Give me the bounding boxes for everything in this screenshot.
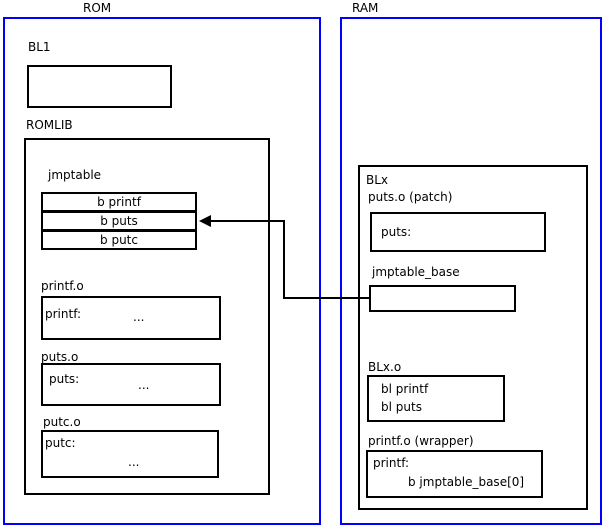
rom-putc-o-label: putc.o <box>43 415 81 429</box>
rom-region-label: ROM <box>83 1 112 15</box>
puts-patch-box: puts: <box>370 212 546 252</box>
blx-o-box: bl printf bl puts <box>367 375 505 422</box>
jmptable-entry-2: b putc <box>41 230 197 250</box>
jmptable-box: b printf b puts b putc <box>41 192 197 250</box>
rom-puts-symbol: puts: <box>49 372 80 386</box>
rom-printf-o-label: printf.o <box>41 279 84 293</box>
printf-wrapper-branch: b jmptable_base[0] <box>408 475 525 489</box>
rom-puts-ellipsis: ... <box>138 378 150 392</box>
jmptable-label: jmptable <box>48 168 102 182</box>
rom-printf-symbol: printf: <box>45 307 82 321</box>
puts-patch-symbol: puts: <box>381 225 412 239</box>
rom-puts-o-label: puts.o <box>41 350 79 364</box>
rom-putc-ellipsis: ... <box>128 455 140 469</box>
blx-o-line-0: bl printf <box>381 382 429 396</box>
printf-wrapper-label: printf.o (wrapper) <box>368 434 474 448</box>
bl1-box <box>27 65 172 108</box>
printf-wrapper-symbol: printf: <box>373 456 410 470</box>
jmptable-entry-1: b puts <box>41 211 197 231</box>
printf-wrapper-box: printf: b jmptable_base[0] <box>366 450 543 498</box>
jmptable-base-box <box>369 285 516 312</box>
bl1-label: BL1 <box>28 40 51 54</box>
connector-arrowhead-icon <box>199 215 211 227</box>
rom-putc-symbol: putc: <box>45 436 76 450</box>
puts-patch-label: puts.o (patch) <box>368 190 453 204</box>
ram-region-label: RAM <box>352 1 379 15</box>
jmptable-base-label: jmptable_base <box>372 265 460 279</box>
blx-o-line-1: bl puts <box>381 400 422 414</box>
blx-label: BLx <box>366 173 389 187</box>
connector-segment-top <box>210 220 285 222</box>
romlib-label: ROMLIB <box>26 118 73 132</box>
connector-segment-bottom <box>283 297 371 299</box>
rom-region <box>3 17 321 525</box>
connector-segment-vertical <box>283 220 285 299</box>
rom-putc-o-box: putc: ... <box>41 430 219 478</box>
ram-region <box>340 17 602 525</box>
rom-printf-ellipsis: ... <box>133 310 145 324</box>
jmptable-entry-0: b printf <box>41 192 197 212</box>
blx-o-label: BLx.o <box>368 360 402 374</box>
rom-puts-o-box: puts: ... <box>41 363 221 406</box>
rom-printf-o-box: printf: ... <box>41 296 221 340</box>
